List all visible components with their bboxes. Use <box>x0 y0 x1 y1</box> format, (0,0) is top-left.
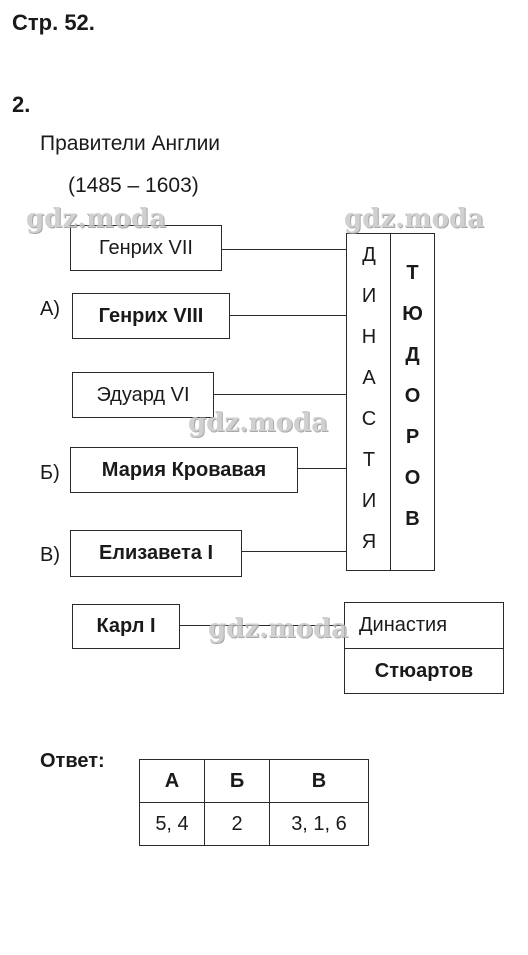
ruler-name: Эдуард VI <box>96 383 190 406</box>
connector-line <box>214 394 347 395</box>
connector-line <box>230 315 347 316</box>
answer-header: А <box>139 759 205 803</box>
ruler-name: Генрих VII <box>99 236 193 259</box>
tudor-letter: Д <box>405 344 420 366</box>
option-label-b: Б) <box>40 462 60 484</box>
stuart-label: Династия <box>345 603 503 649</box>
dynasty-letter: С <box>361 408 377 430</box>
tudor-letter: Р <box>405 426 420 448</box>
stuart-name: Стюартов <box>374 659 474 682</box>
ruler-box-mary: Мария Кровавая <box>70 447 298 493</box>
tudor-letter: О <box>404 385 421 407</box>
ruler-box-elizabeth-i: Елизавета I <box>70 530 242 577</box>
tudor-letter: В <box>405 508 420 530</box>
diagram-period: (1485 – 1603) <box>68 174 199 197</box>
connector-line <box>242 551 347 552</box>
dynasty-letter: И <box>361 285 377 307</box>
answer-header: В <box>269 759 369 803</box>
tudor-column: Т Ю Д О Р О В <box>390 233 435 571</box>
answer-value: 3, 1, 6 <box>269 802 369 846</box>
watermark: gdz.moda <box>344 204 485 234</box>
ruler-box-edward-vi: Эдуард VI <box>72 372 214 418</box>
dynasty-letter: Т <box>362 449 376 471</box>
answer-label: Ответ: <box>40 750 105 772</box>
connector-line <box>180 625 345 626</box>
ruler-name: Мария Кровавая <box>101 458 267 481</box>
dynasty-letter: И <box>361 490 377 512</box>
ruler-box-henry-viii: Генрих VIII <box>72 293 230 339</box>
dynasty-letter: Я <box>361 531 377 553</box>
ruler-name: Генрих VIII <box>98 304 204 327</box>
dynasty-column: Д И Н А С Т И Я <box>346 233 392 571</box>
ruler-box-charles-i: Карл I <box>72 604 180 649</box>
tudor-letter: О <box>404 467 421 489</box>
answer-value: 2 <box>204 802 270 846</box>
diagram-title: Правители Англии <box>40 132 221 155</box>
option-label-a: А) <box>40 298 60 320</box>
answer-value-row: 5, 4 2 3, 1, 6 <box>139 802 369 846</box>
page-header: Стр. 52. <box>12 10 95 35</box>
ruler-name: Елизавета I <box>98 542 214 564</box>
answer-value: 5, 4 <box>139 802 205 846</box>
option-label-v: В) <box>40 544 60 566</box>
ruler-name: Карл I <box>96 615 156 637</box>
answer-header-row: А Б В <box>139 759 369 803</box>
connector-line <box>298 468 347 469</box>
dynasty-letter: Д <box>362 244 376 266</box>
watermark: gdz.moda <box>208 614 349 644</box>
dynasty-letter: Н <box>361 326 377 348</box>
tudor-letter: Ю <box>402 303 423 325</box>
dynasty-letter: А <box>362 367 376 389</box>
stuart-dynasty-box: Династия Стюартов <box>344 602 504 694</box>
task-number: 2. <box>12 92 31 117</box>
answer-header: Б <box>204 759 270 803</box>
answer-table: А Б В 5, 4 2 3, 1, 6 <box>139 759 369 846</box>
ruler-box-henry-vii: Генрих VII <box>70 225 222 271</box>
connector-line <box>222 249 347 250</box>
tudor-letter: Т <box>406 262 419 284</box>
